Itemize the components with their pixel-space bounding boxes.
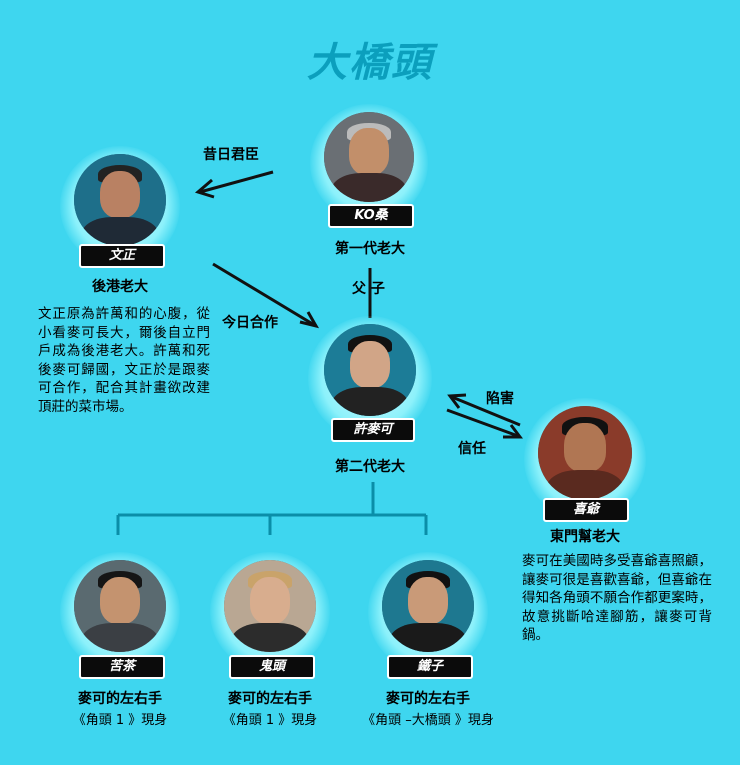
guitou-sub: 《角頭 1 》現身	[222, 713, 318, 728]
trust-label: 信任	[458, 441, 486, 457]
man-ching-role: 後港老大	[92, 279, 148, 295]
hei-desc: 麥可在美國時多受喜爺喜照顧，讓麥可很是喜歡喜爺，但喜爺在得知各角頭不願合作都更案…	[522, 553, 712, 643]
tiezi-portrait	[382, 560, 474, 652]
past-boss-label: 昔日君臣	[203, 147, 259, 163]
kucha-sub: 《角頭 1 》現身	[72, 713, 168, 728]
past-boss-arrow	[194, 170, 274, 199]
kucha-nametag: 苦茶	[79, 655, 165, 679]
diagram-title: 大橋頭	[307, 40, 433, 86]
father-son-label: 父 子	[352, 281, 385, 297]
ko-portrait	[324, 112, 414, 202]
hei-role: 東門幫老大	[550, 529, 620, 545]
frame-label: 陷害	[486, 391, 514, 407]
guitou-nametag: 鬼頭	[229, 655, 315, 679]
hei-nametag: 喜爺	[543, 498, 629, 522]
michael-role: 第二代老大	[335, 459, 405, 475]
now-partner-label: 今日合作	[222, 315, 278, 331]
hei-portrait	[538, 406, 632, 500]
kucha-portrait	[74, 560, 166, 652]
tiezi-role: 麥可的左右手	[386, 691, 470, 707]
michael-portrait	[324, 324, 416, 416]
guitou-role: 麥可的左右手	[228, 691, 312, 707]
guitou-portrait	[224, 560, 316, 652]
kucha-role: 麥可的左右手	[78, 691, 162, 707]
tiezi-sub: 《角頭 –大橋頭 》現身	[362, 713, 494, 728]
now-partner-arrow	[212, 262, 320, 329]
tiezi-nametag: 鐵子	[387, 655, 473, 679]
ko-role: 第一代老大	[335, 241, 405, 257]
frame-arrow	[447, 393, 521, 427]
subordinate-tree	[116, 482, 428, 535]
trust-arrow	[446, 408, 523, 439]
man-ching-portrait	[74, 154, 166, 246]
michael-nametag: 許麥可	[331, 418, 415, 442]
man-ching-nametag: 文正	[79, 244, 165, 268]
man-ching-desc: 文正原為許萬和的心腹，從小看麥可長大，爾後自立門戶成為後港老大。許萬和死後麥可歸…	[38, 306, 210, 415]
ko-nametag: KO桑	[328, 204, 414, 228]
